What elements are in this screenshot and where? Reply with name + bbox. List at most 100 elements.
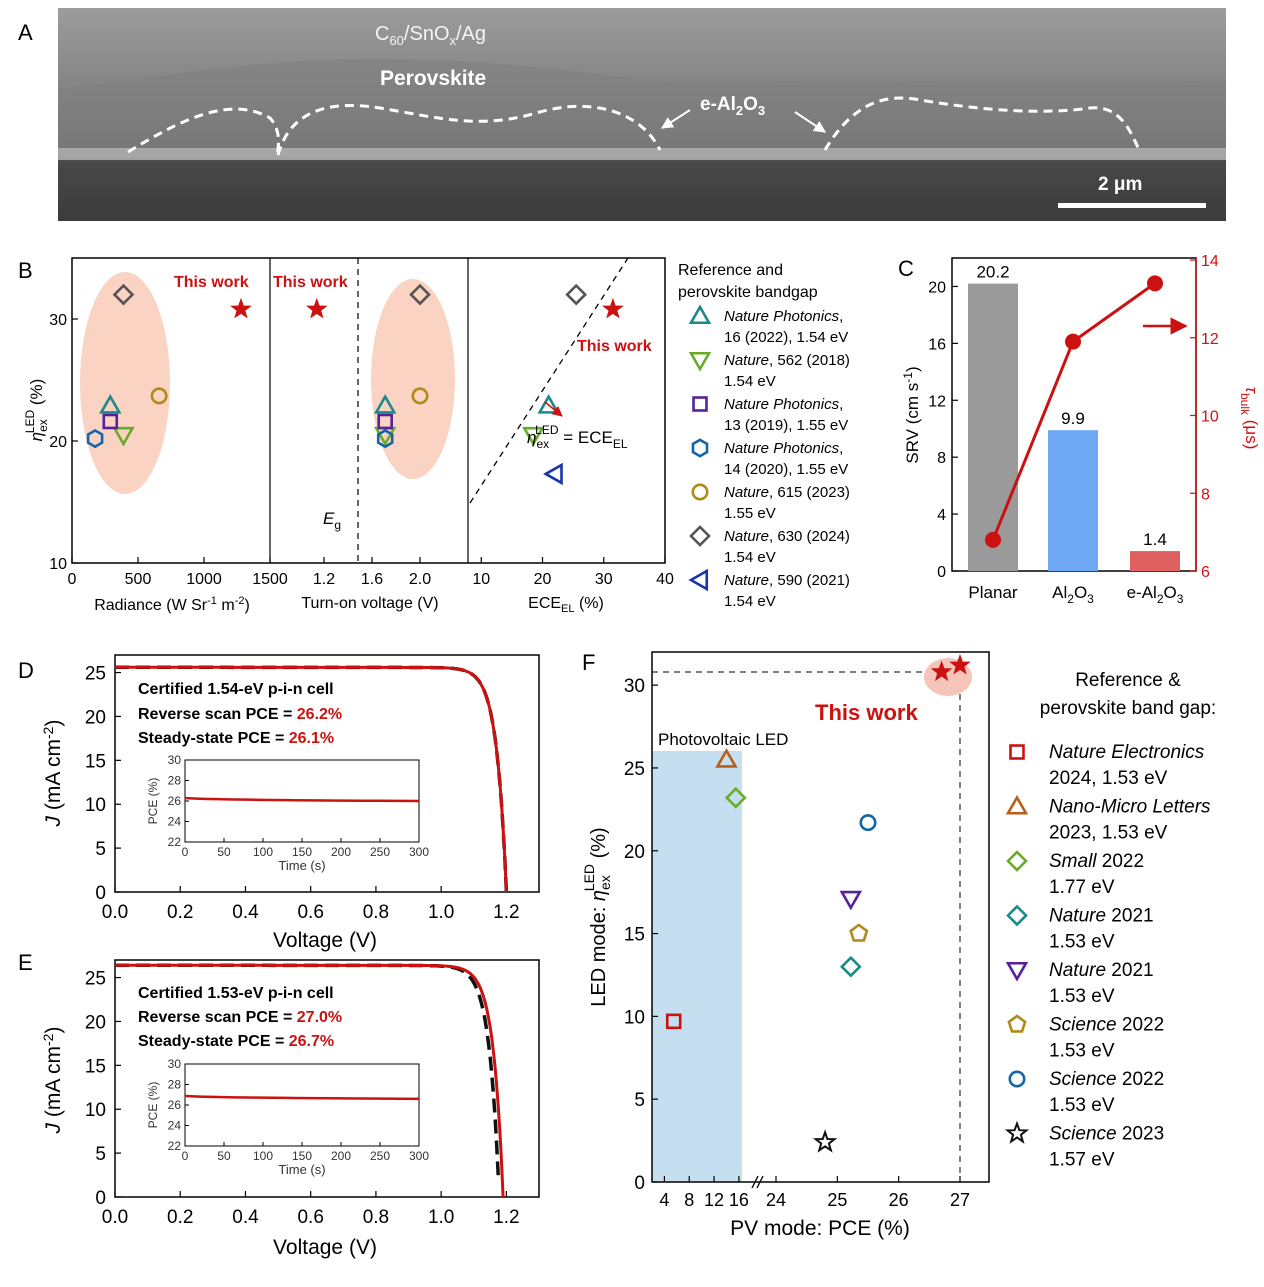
f-marker (665, 1013, 682, 1030)
f-legend-marker (1008, 1070, 1026, 1088)
d-ytick-label: 0 (95, 883, 106, 904)
d-ytick-label: 10 (85, 795, 106, 816)
b-legend-marker (692, 396, 708, 412)
f-legend-journal: Nature (1049, 906, 1106, 927)
f-xtick-label: 24 (766, 1190, 786, 1210)
c-cat-text: O (1074, 583, 1087, 602)
b-legend-marker (691, 438, 709, 458)
c-cat-text: Al (1052, 583, 1067, 602)
e-inset-ytick-label: 22 (168, 1139, 182, 1153)
b-legend-line-1: Nature, 590 (2021) (724, 572, 850, 589)
e-inset-ytick-label: 26 (168, 1098, 182, 1112)
e-xtick-label: 1.2 (493, 1207, 519, 1228)
b2-eg-label: Eg (323, 509, 341, 532)
b2-marker (377, 413, 393, 430)
f-legend-journal: Science (1049, 1124, 1117, 1145)
b-legend-journal: Nature (724, 352, 769, 369)
e-inset-xtick-label: 300 (409, 1149, 429, 1163)
panel-a: A C60/SnOx/Ag Perovskite e-Al2O3 2 μm (18, 8, 1226, 221)
b-ytick-label: 10 (49, 556, 67, 573)
f-this-work: This work (815, 700, 918, 725)
b-ylabel: ηexLED (%) (23, 379, 50, 442)
e-inset-xtick-label: 50 (217, 1149, 231, 1163)
b-legend: Nature Photonics,16 (2022), 1.54 eVNatur… (688, 304, 850, 610)
d-xtick-label: 1.0 (428, 902, 454, 923)
f-marker (839, 890, 863, 911)
e-reverse-curve (115, 963, 505, 1198)
e-inset-ylabel: PCE (%) (146, 1082, 160, 1129)
e-ytick-label: 15 (85, 1056, 106, 1077)
al2o3-boundary-3 (823, 96, 1142, 153)
b1-xtick-label: 500 (125, 571, 152, 588)
f-ytick-label: 10 (624, 1007, 645, 1028)
c-ytick-label: 4 (937, 507, 946, 524)
b-legend-marker (688, 351, 712, 372)
d-xtick-label: 1.2 (493, 902, 519, 923)
c-bar-value: 1.4 (1143, 530, 1167, 549)
c-cat-sub: 2 (1067, 592, 1074, 606)
e-inset-ytick-label: 30 (168, 1057, 182, 1071)
e-inset-xtick-label: 200 (331, 1149, 351, 1163)
d-ylabel: J (mA cm-2) (40, 720, 65, 828)
f-legend-marker (1006, 850, 1028, 872)
e-inset-ytick-label: 24 (168, 1119, 182, 1133)
e-line-2: Reverse scan PCE = 27.0% (138, 1009, 342, 1026)
f-legend-line-1: Small 2022 (1049, 851, 1144, 872)
d-inset-ytick-label: 26 (168, 794, 182, 808)
e-inset-line (184, 1094, 420, 1101)
f-legend-marker (1007, 1014, 1027, 1033)
b-ytick-label: 20 (49, 434, 67, 451)
b1-highlight (80, 272, 170, 494)
d-line-1: Certified 1.54-eV p-i-n cell (138, 681, 334, 698)
f-legend-line-2: 1.53 eV (1049, 986, 1115, 1007)
f-legend-detail: 2022 (1117, 1069, 1165, 1090)
b-legend-line-1: Nature Photonics, (724, 396, 843, 413)
c-y2tick-label: 10 (1201, 409, 1219, 426)
b-legend-line-1: Nature, 630 (2024) (724, 528, 850, 545)
b2-marker (409, 283, 431, 306)
b-legend-detail: , (839, 396, 843, 413)
f-legend-marker (1006, 904, 1028, 927)
d-line-3: Steady-state PCE = 26.1% (138, 730, 334, 747)
e-ytick-label: 0 (95, 1188, 106, 1209)
b-legend-line-1: Nature, 615 (2023) (724, 484, 850, 501)
e-xtick-label: 1.0 (428, 1207, 454, 1228)
e-line-3: Steady-state PCE = 26.7% (138, 1033, 334, 1050)
f-legend-line-1: Nano-Micro Letters (1049, 797, 1211, 818)
e-xtick-label: 0.4 (232, 1207, 259, 1228)
substrate-edge (58, 148, 1226, 160)
panel-letter-a: A (18, 20, 33, 45)
f-legend-journal: Nano-Micro Letters (1049, 797, 1211, 818)
c-ylabel: SRV (cm s-1) (901, 366, 922, 463)
b-legend-line-2: 13 (2019), 1.55 eV (724, 417, 848, 434)
b3-marker (565, 283, 588, 306)
b1-xtick-label: 1000 (186, 571, 222, 588)
b2-xtick-label: 1.6 (361, 571, 383, 588)
b3-arrow (544, 401, 563, 417)
e-inset-xtick-label: 100 (253, 1149, 273, 1163)
d-xtick-label: 0.6 (297, 902, 323, 923)
b-legend-detail: , 630 (2024) (769, 528, 850, 545)
f-axis-break-2 (756, 1175, 764, 1189)
f-legend-detail: 2021 (1106, 906, 1154, 927)
e-xtick-label: 0.8 (363, 1207, 389, 1228)
f-marker (859, 814, 877, 832)
e-ytick-label: 10 (85, 1100, 106, 1121)
c-y2tick-label: 8 (1201, 486, 1210, 503)
b1-xtick-label: 1500 (252, 571, 288, 588)
d-ytick-label: 5 (95, 839, 106, 860)
b2-marker (376, 429, 394, 449)
f-legend-journal: Small (1049, 851, 1097, 872)
al2o3-boundary-2 (276, 104, 662, 156)
b-legend-line-2: 1.54 eV (724, 549, 776, 566)
b-legend-line-2: 14 (2020), 1.55 eV (724, 461, 848, 478)
f-xtick-label: 25 (827, 1190, 847, 1210)
f-xtick-label: 27 (950, 1190, 970, 1210)
perovskite-layer (58, 59, 1226, 150)
b2-xtick-label: 2.0 (409, 571, 431, 588)
